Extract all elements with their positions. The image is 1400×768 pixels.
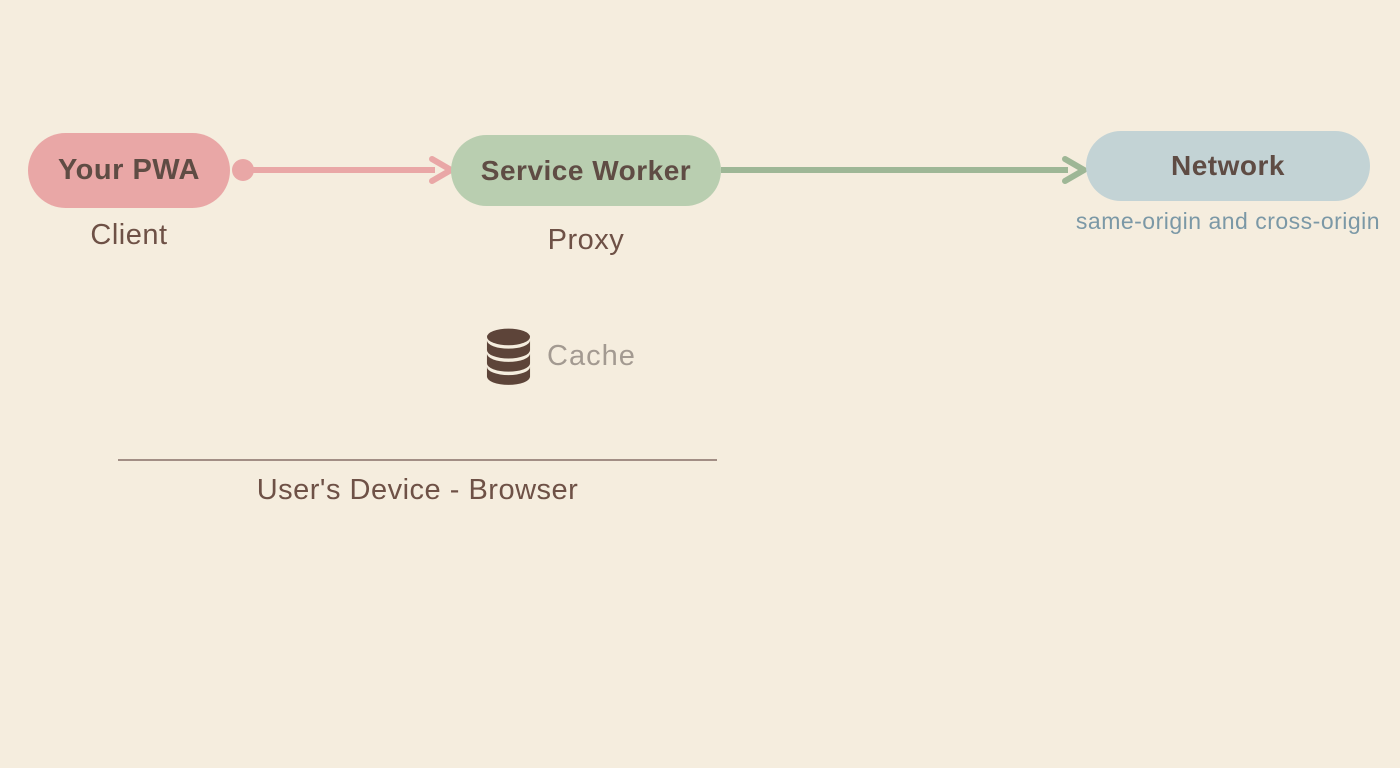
device-boundary-label: User's Device - Browser — [256, 474, 579, 506]
network-origin-label: same-origin and cross-origin — [1075, 208, 1381, 234]
your-pwa-node: Your PWA — [28, 133, 230, 208]
cache-group: Cache — [485, 328, 636, 385]
proxy-label: Proxy — [547, 224, 625, 256]
device-boundary-line — [118, 459, 717, 461]
cache-label: Cache — [547, 340, 636, 372]
your-pwa-label: Your PWA — [57, 154, 201, 186]
service-worker-node: Service Worker — [451, 135, 721, 206]
network-node: Network — [1086, 131, 1370, 201]
client-label: Client — [90, 219, 168, 251]
service-worker-label: Service Worker — [480, 154, 692, 186]
network-label: Network — [1171, 150, 1285, 181]
service-worker-to-network-arrow — [721, 156, 1087, 184]
database-icon — [486, 328, 531, 385]
arrow-start-dot-icon — [232, 159, 254, 181]
pwa-to-service-worker-arrow — [232, 156, 454, 184]
arrowhead-icon — [1062, 156, 1087, 184]
